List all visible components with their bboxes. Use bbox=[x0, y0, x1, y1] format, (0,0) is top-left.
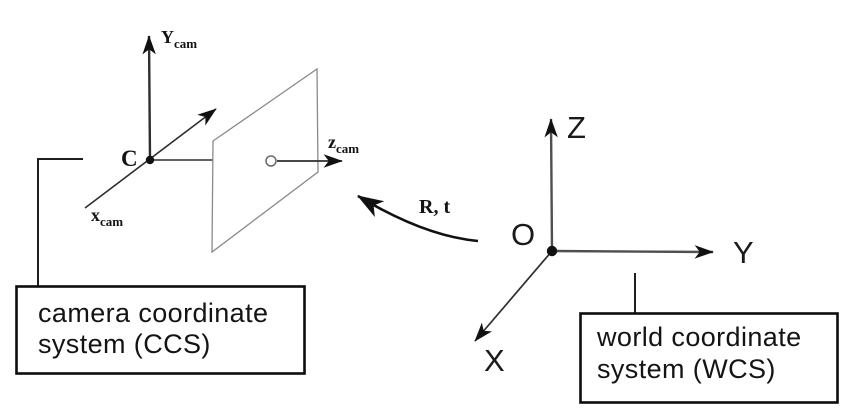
camera-y-axis-label-sub: cam bbox=[174, 36, 197, 51]
world-y-axis-label: Y bbox=[733, 235, 754, 270]
world-x-axis bbox=[474, 250, 553, 342]
camera-y-axis bbox=[142, 35, 156, 161]
rotation-translation-arrow bbox=[357, 194, 479, 243]
ccs-connector-line bbox=[37, 158, 83, 286]
wcs-box-line1: world coordinate bbox=[596, 322, 802, 352]
camera-y-axis-label: Ycam bbox=[161, 27, 197, 51]
ccs-box bbox=[15, 285, 306, 375]
camera-z-axis-label-base: z bbox=[328, 132, 336, 152]
camera-z-axis-label-sub: cam bbox=[336, 141, 359, 156]
camera-x-axis-label-sub: cam bbox=[100, 214, 123, 229]
camera-origin-dot bbox=[145, 155, 155, 165]
world-z-axis-label: Z bbox=[567, 110, 586, 145]
image-plane bbox=[211, 67, 319, 254]
camera-z-axis-label: zcam bbox=[328, 132, 359, 156]
camera-x-axis-label-base: x bbox=[91, 205, 100, 225]
camera-origin-label: C bbox=[121, 146, 138, 171]
wcs-box bbox=[579, 312, 839, 404]
camera-x-axis-label: xcam bbox=[91, 205, 123, 229]
world-x-axis-label: X bbox=[484, 343, 505, 378]
principal-point-circle bbox=[265, 155, 277, 167]
world-origin-dot bbox=[546, 245, 558, 257]
world-z-axis bbox=[544, 118, 558, 252]
world-origin-label: O bbox=[511, 217, 535, 252]
camera-y-axis-label-base: Y bbox=[161, 27, 174, 47]
ccs-box-line2: system (CCS) bbox=[38, 329, 211, 359]
world-y-axis bbox=[551, 245, 714, 259]
rotation-translation-label: R, t bbox=[419, 196, 450, 218]
ccs-box-line1: camera coordinate bbox=[38, 298, 268, 328]
wcs-box-line2: system (WCS) bbox=[597, 354, 776, 384]
